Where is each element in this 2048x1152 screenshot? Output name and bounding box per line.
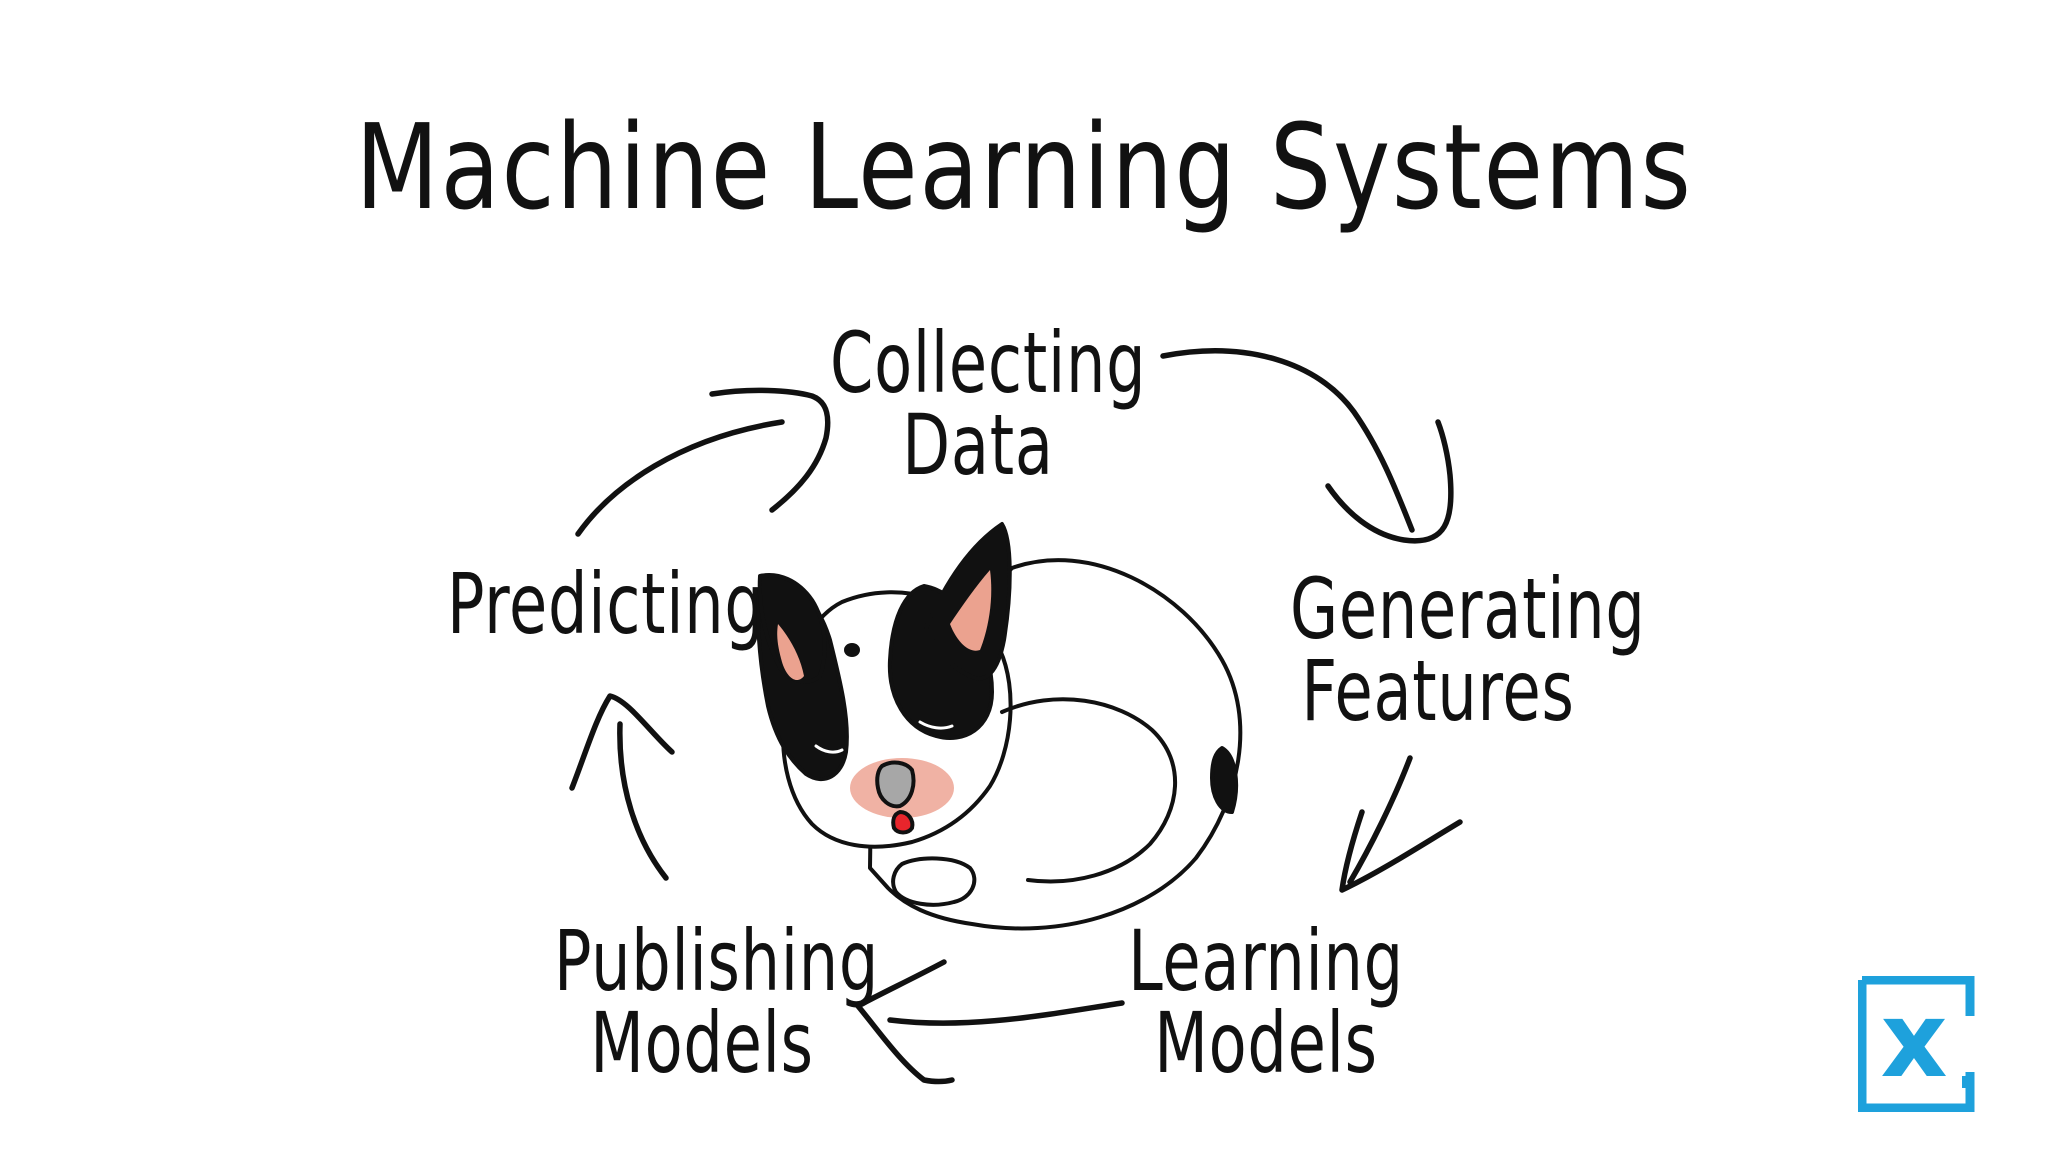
dog-front-paw (893, 858, 974, 904)
logo-letter: x (1880, 979, 1947, 1101)
dog-tongue (893, 812, 912, 833)
logo-dot (1962, 1076, 1974, 1088)
dog-nose (877, 763, 913, 807)
logo-icon: x (1858, 976, 1976, 1112)
dog-forehead-spot (844, 643, 860, 657)
dog-back-spot (1212, 748, 1236, 812)
